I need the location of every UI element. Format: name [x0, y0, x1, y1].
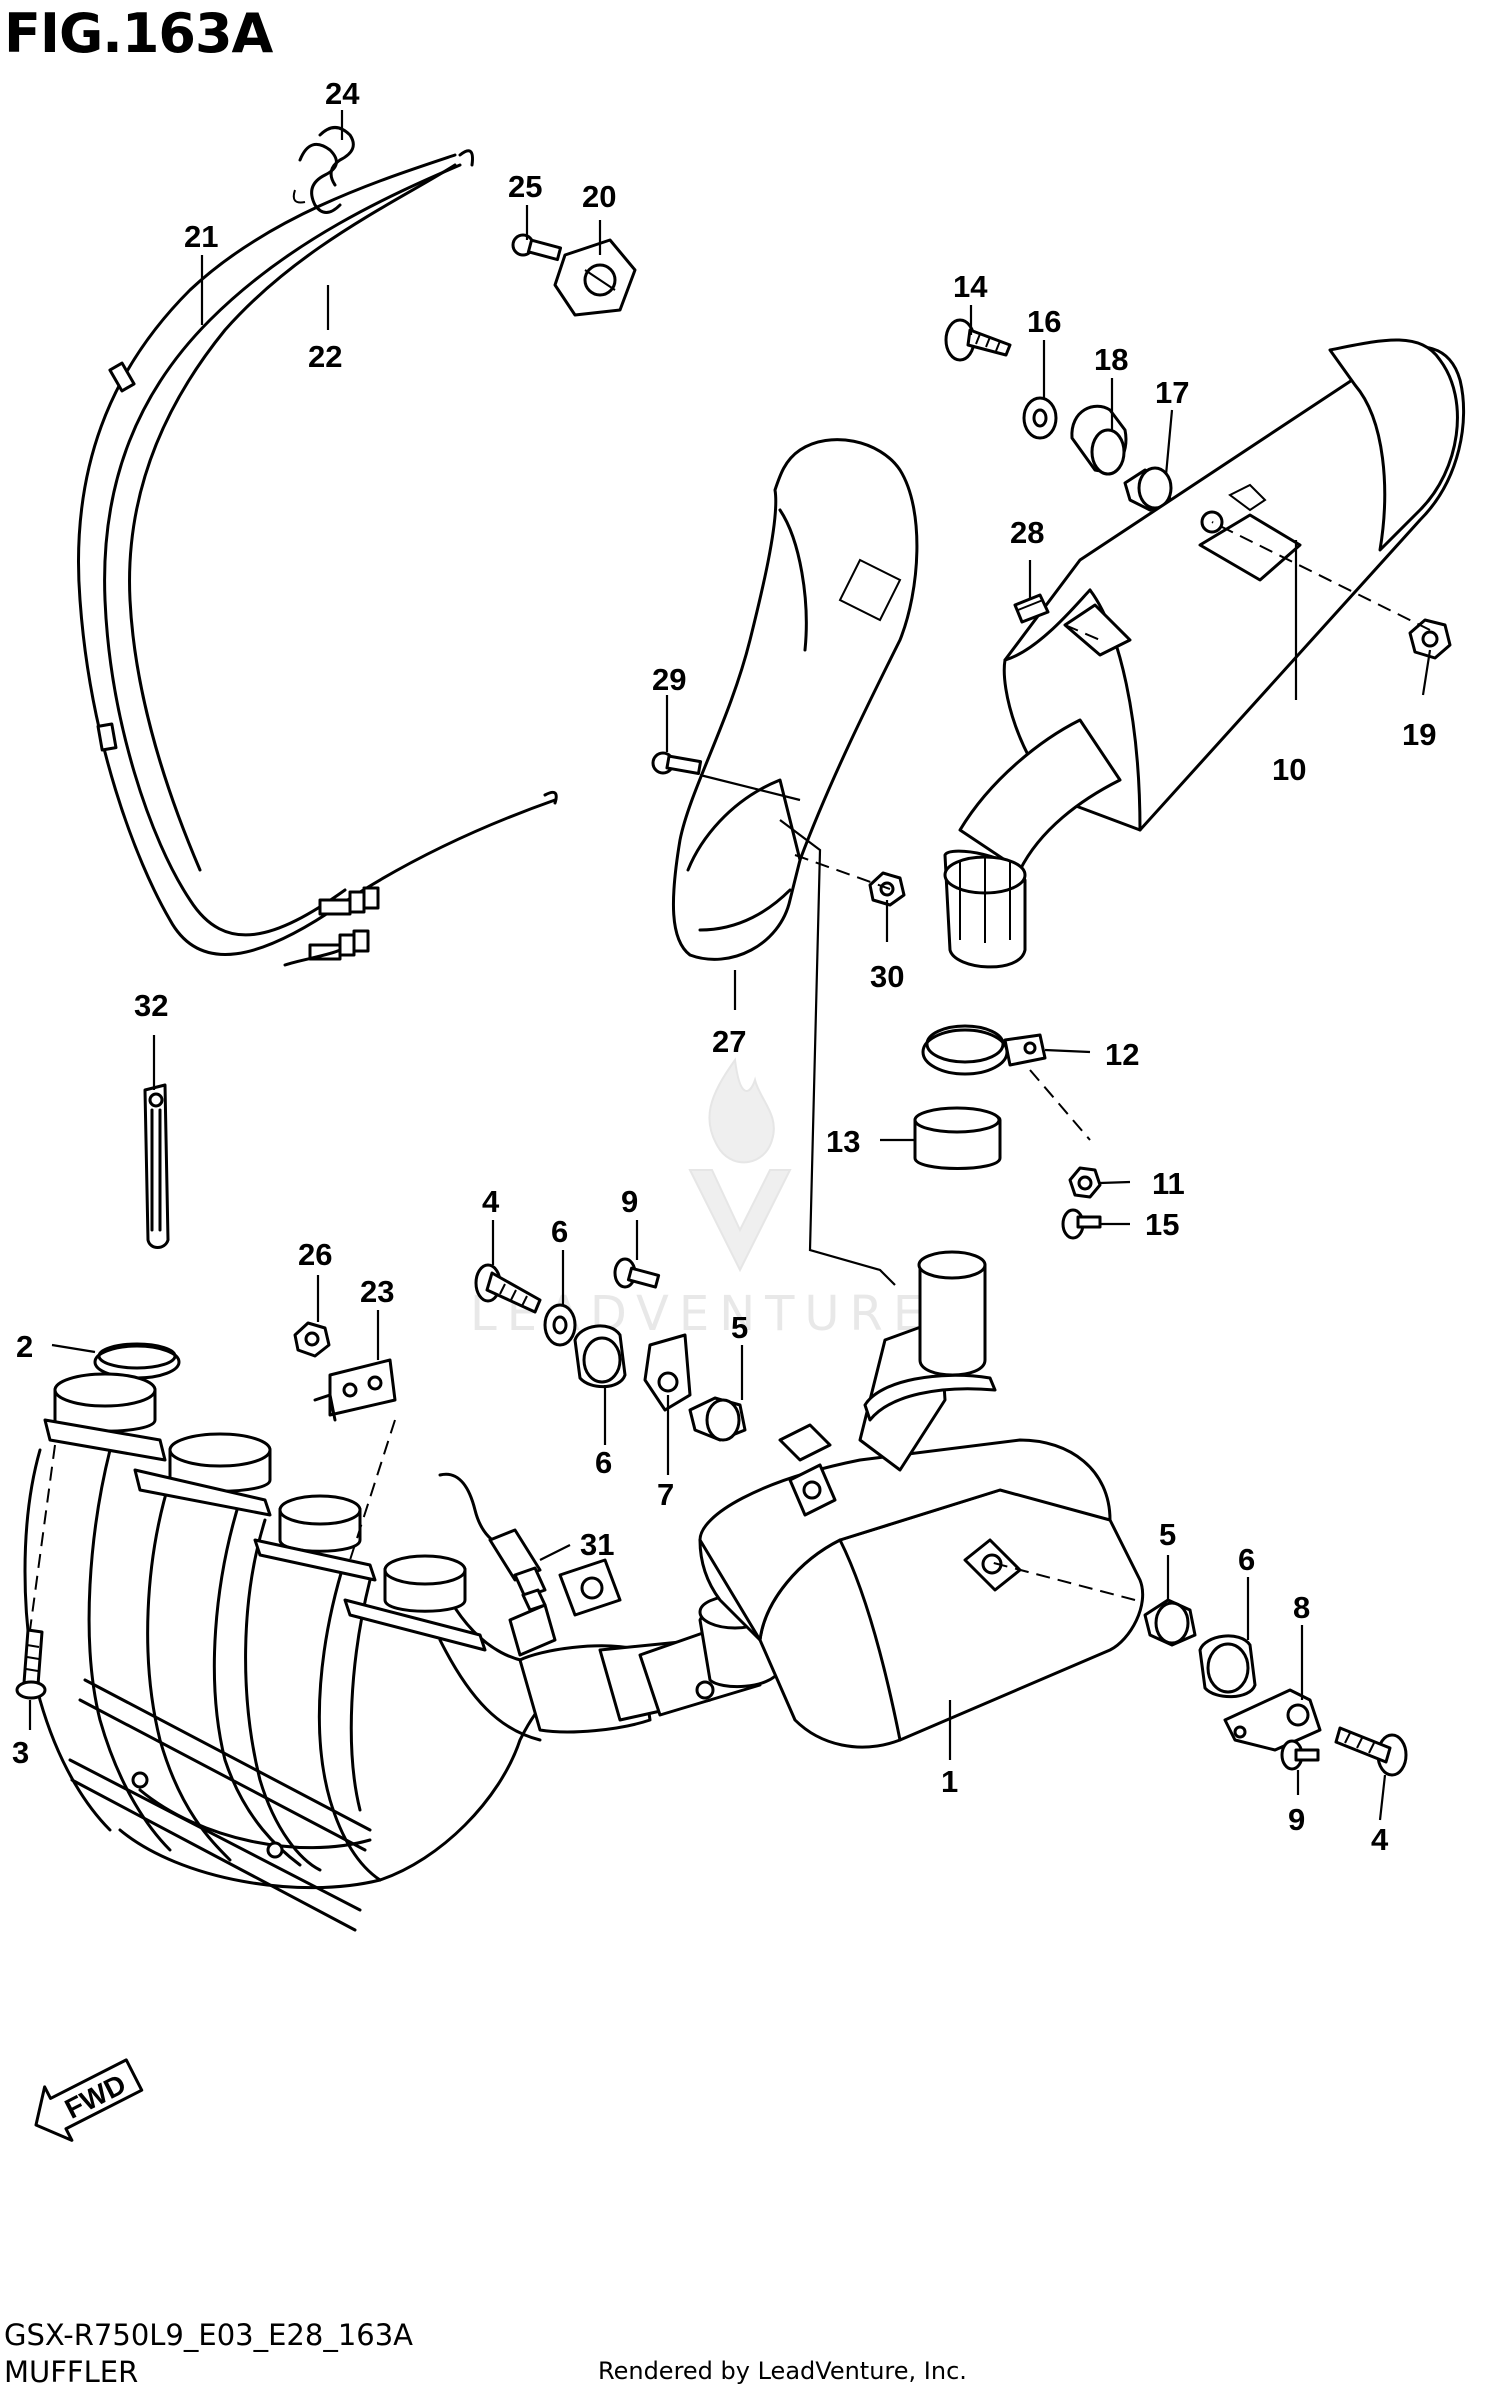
clip-24	[292, 126, 355, 214]
muffler-10	[943, 338, 1466, 969]
callout-12: 12	[1105, 1037, 1139, 1072]
callout-28: 28	[1010, 515, 1044, 550]
washer-16	[1022, 396, 1058, 440]
callout-9-upper: 9	[621, 1184, 638, 1219]
callout-27: 27	[712, 1024, 746, 1059]
callout-4-lower: 4	[1371, 1822, 1389, 1857]
clip-28	[1013, 593, 1050, 624]
leader-lines	[28, 110, 1432, 1821]
damper-6-lower	[573, 1324, 627, 1389]
callout-7: 7	[657, 1477, 674, 1512]
callout-4-upper: 4	[482, 1184, 500, 1219]
callout-20: 20	[582, 179, 616, 214]
callout-13: 13	[826, 1124, 860, 1159]
callout-15: 15	[1145, 1207, 1179, 1242]
bracket-8	[1223, 1688, 1322, 1752]
callout-6-upper: 6	[551, 1214, 568, 1249]
clamp-12	[921, 1024, 1047, 1076]
forward-direction-arrow: FWD	[34, 2058, 144, 2142]
silencer-1	[698, 1250, 1145, 1749]
callout-26: 26	[298, 1237, 332, 1272]
callout-6-lower-right: 6	[1238, 1542, 1255, 1577]
callout-2: 2	[16, 1329, 33, 1364]
callout-11: 11	[1152, 1166, 1185, 1201]
figure-title: FIG.163A	[4, 2, 273, 65]
callout-1: 1	[941, 1764, 958, 1799]
callout-22: 22	[308, 339, 342, 374]
bolt-4-upper	[474, 1263, 542, 1314]
callout-30: 30	[870, 959, 904, 994]
callout-5-lower: 5	[1159, 1517, 1176, 1552]
callout-3: 3	[12, 1735, 29, 1770]
callout-9-lower: 9	[1288, 1802, 1305, 1837]
callout-10: 10	[1272, 752, 1306, 787]
callout-14: 14	[953, 269, 988, 304]
pulley-guide-20	[553, 238, 637, 317]
bolt-3	[15, 1628, 47, 1700]
bolt-25	[511, 233, 563, 262]
callout-8: 8	[1293, 1590, 1310, 1625]
damper-6-lower-right	[1198, 1634, 1257, 1699]
callout-19: 19	[1402, 717, 1436, 752]
band-32	[143, 1083, 170, 1249]
callout-29: 29	[652, 662, 686, 697]
callout-25: 25	[508, 169, 542, 204]
callout-6-lower: 6	[595, 1445, 612, 1480]
bracket-7	[643, 1333, 692, 1412]
bolt-9-upper	[613, 1257, 661, 1289]
nut-19	[1408, 618, 1452, 660]
damper-18	[1070, 404, 1128, 476]
callout-5-upper: 5	[731, 1310, 748, 1345]
bracket-23	[313, 1358, 397, 1422]
bolt-4-lower	[1334, 1726, 1408, 1777]
heat-cover-27	[671, 438, 919, 961]
callout-23: 23	[360, 1274, 394, 1309]
callout-18: 18	[1094, 342, 1128, 377]
bolt-15	[1061, 1208, 1102, 1240]
spacer-5-upper	[688, 1396, 747, 1442]
callout-31: 31	[580, 1527, 614, 1562]
nut-11	[1068, 1166, 1102, 1199]
bolt-9-lower	[1280, 1739, 1320, 1771]
diagram-caption: MUFFLER	[4, 2355, 139, 2389]
bolt-14	[944, 318, 1012, 362]
oxygen-sensor-31	[438, 1472, 547, 1612]
render-credit: Rendered by LeadVenture, Inc.	[598, 2357, 967, 2385]
diagram-code: GSX-R750L9_E03_E28_163A	[4, 2318, 414, 2352]
callout-17: 17	[1155, 375, 1189, 410]
callout-32: 32	[134, 988, 168, 1023]
gasket-2	[93, 1342, 181, 1380]
callout-21: 21	[184, 219, 218, 254]
throttle-cable-21-22	[76, 149, 558, 967]
nut-26	[293, 1321, 331, 1358]
watermark-text: LEADVENTURE	[470, 1286, 933, 1342]
gasket-13	[913, 1106, 1002, 1170]
bolt-29	[651, 751, 703, 775]
washer-6-upper	[543, 1303, 577, 1347]
callout-labels: 24 25 20 21 22 14 16 18 17 28 29 19 10 3…	[12, 76, 1436, 1857]
spacer-5-lower	[1143, 1598, 1197, 1647]
exhaust-header	[23, 1372, 782, 1932]
callout-16: 16	[1027, 304, 1061, 339]
callout-24: 24	[325, 76, 360, 111]
